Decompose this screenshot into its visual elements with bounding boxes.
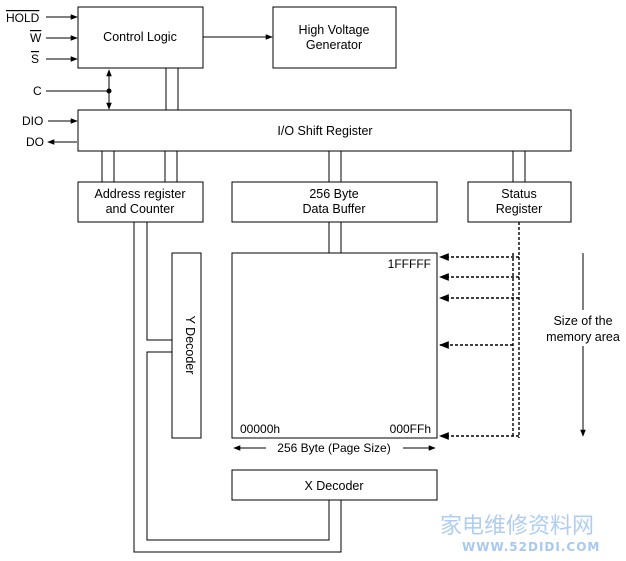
size-label-line2: memory area [546, 330, 620, 344]
ydecoder-to-xdecoder [146, 351, 330, 541]
x-decoder-block [231, 469, 438, 501]
signal-w: W [30, 31, 42, 45]
x-decoder-label: X Decoder [304, 479, 363, 493]
memory-top-address: 1FFFFF [388, 257, 431, 271]
memory-array-block [231, 252, 438, 439]
status-register-block [467, 181, 572, 223]
data-buffer-label-line2: Data Buffer [302, 202, 365, 216]
status-dashed-lines [439, 222, 520, 440]
addr-to-ydecoder-inner [146, 222, 172, 341]
control-logic-label: Control Logic [103, 30, 177, 44]
high-voltage-generator-block [272, 6, 397, 69]
input-signals: HOLD W S C DIO DO [6, 11, 112, 149]
size-label-bg [541, 310, 625, 346]
addr-to-xdecoder-outer [133, 222, 342, 553]
watermark-chinese: 家电维修资料网 [440, 514, 594, 539]
data-buffer-label-line1: 256 Byte [309, 187, 358, 201]
hv-label-line1: High Voltage [299, 23, 370, 37]
status-label-line1: Status [501, 187, 536, 201]
address-label-line2: and Counter [106, 202, 175, 216]
y-decoder-block [171, 252, 202, 439]
memory-bottom-right-address: 000FFh [390, 422, 431, 436]
signal-dio: DIO [22, 114, 43, 128]
address-label-line1: Address register [94, 187, 185, 201]
signal-s: S [31, 52, 39, 66]
signal-c: C [33, 84, 42, 98]
memory-bottom-left-address: 00000h [240, 422, 280, 436]
status-label-line2: Register [496, 202, 543, 216]
signal-hold: HOLD [6, 11, 40, 25]
shift-register-buses [101, 151, 526, 182]
size-label-line1: Size of the [553, 314, 612, 328]
page-size-label: 256 Byte (Page Size) [277, 441, 390, 455]
data-buffer-block [231, 181, 438, 223]
io-shift-register-label: I/O Shift Register [277, 124, 372, 138]
hv-label-line2: Generator [306, 38, 362, 52]
signal-do: DO [26, 135, 44, 149]
control-logic-block [77, 6, 204, 69]
io-shift-register-block [77, 109, 572, 152]
address-register-counter-block [77, 181, 204, 223]
watermark-url: WWW.52DIDI.COM [462, 540, 600, 554]
y-decoder-label: Y Decoder [183, 316, 197, 375]
